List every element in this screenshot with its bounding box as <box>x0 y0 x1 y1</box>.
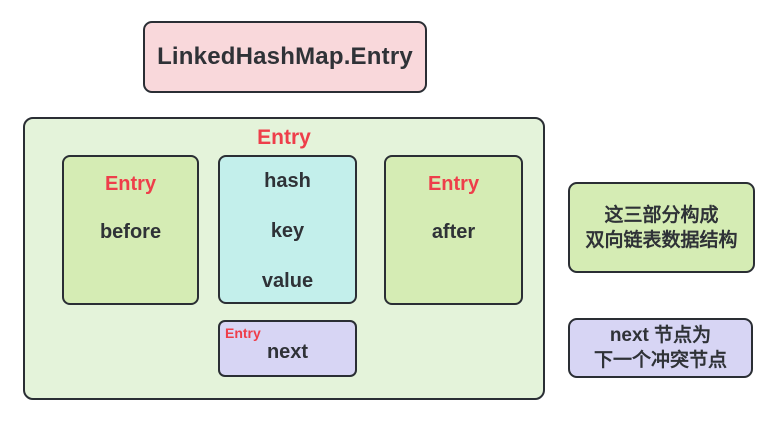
key-field-label: key <box>270 220 305 242</box>
next-entry-title: Entry <box>225 325 261 341</box>
note-next-node-line1: next 节点为 <box>609 325 712 346</box>
note-next-node: next 节点为 下一个冲突节点 <box>568 318 753 378</box>
note-next-node-line2: 下一个冲突节点 <box>593 350 727 371</box>
value-field-label: value <box>261 270 314 292</box>
next-field-label: next <box>266 340 309 363</box>
after-entry-box: Entry after <box>384 155 523 305</box>
note-doubly-linked-list-line1: 这三部分构成 <box>604 204 719 226</box>
hash-field-label: hash <box>264 170 311 192</box>
note-doubly-linked-list-line2: 双向链表数据结构 <box>585 229 738 251</box>
after-entry-title: Entry <box>427 173 480 195</box>
class-title-label: LinkedHashMap.Entry <box>157 43 413 70</box>
entry-container-title: Entry <box>257 126 311 149</box>
class-title-box: LinkedHashMap.Entry <box>143 21 427 93</box>
fields-box: hash key value <box>218 155 357 304</box>
before-entry-title: Entry <box>104 173 157 195</box>
entry-container: Entry Entry before hash key value Entry … <box>23 117 545 400</box>
before-field-label: before <box>99 221 162 243</box>
after-field-label: after <box>431 221 476 243</box>
before-entry-box: Entry before <box>62 155 199 305</box>
next-entry-box: Entry next <box>218 320 357 377</box>
note-doubly-linked-list: 这三部分构成 双向链表数据结构 <box>568 182 755 273</box>
